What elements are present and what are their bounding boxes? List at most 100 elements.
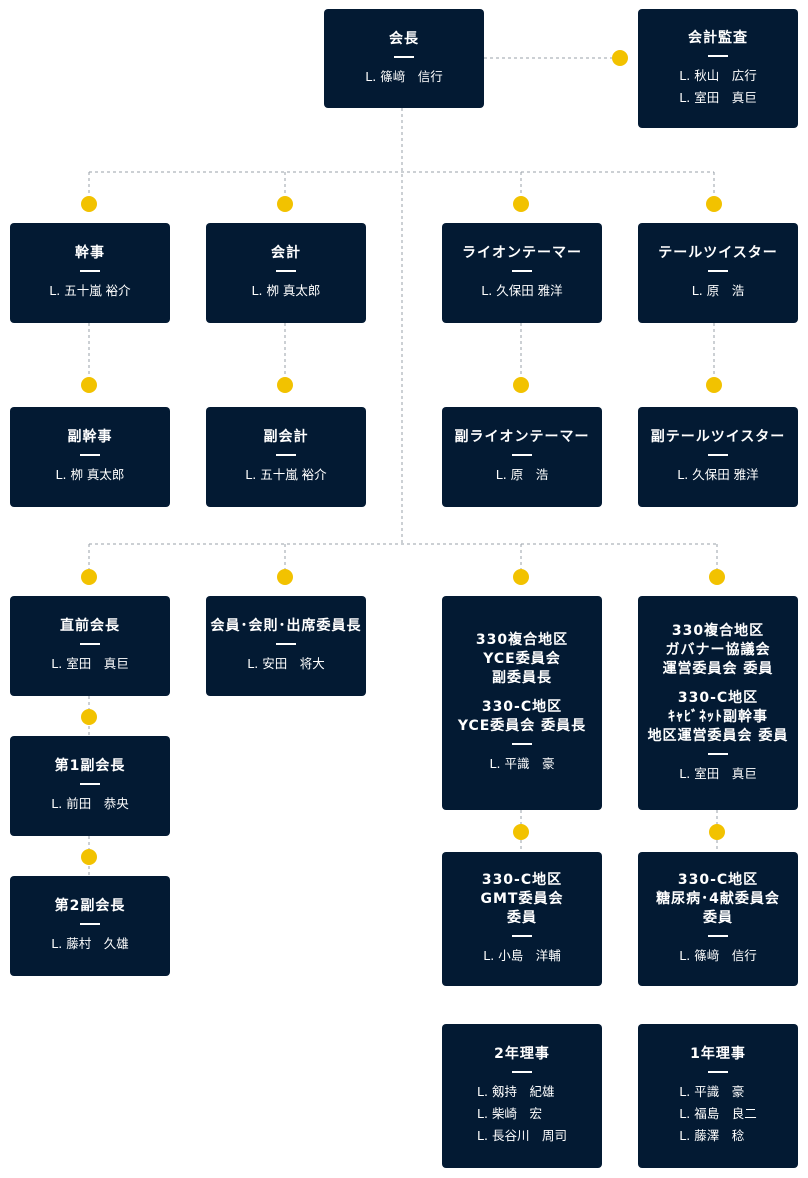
role-title: 第1副会長 [55, 757, 126, 776]
member-name: L. 室田 真巨 [679, 765, 757, 781]
role-title-line: 1年理事 [690, 1046, 746, 1062]
role-box-vice-lion-tamer: 副ライオンテーマー L. 原 浩 [442, 407, 602, 507]
connector-dot [513, 196, 529, 212]
role-title: テールツイスター [658, 244, 778, 263]
member-name: L. 篠﨑 信行 [365, 68, 443, 84]
role-title-line: 330-C地区 [677, 872, 759, 888]
role-title: 330-C地区 GMT委員会委員 [481, 871, 564, 928]
role-title-line: YCE委員会 委員長 [457, 718, 587, 734]
title-divider [276, 454, 296, 456]
connector-dot [81, 196, 97, 212]
member-name: L. 藤村 久雄 [51, 936, 129, 951]
role-title: 幹事 [75, 244, 105, 263]
role-title-line: YCE委員会 [483, 651, 561, 667]
role-title-line: 330-C地区 [677, 689, 759, 706]
role-title: 第2副会長 [55, 897, 126, 916]
title-divider [708, 54, 728, 57]
member-name: L. 藤澤 稔 [679, 1128, 745, 1143]
role-title: 1年理事 [690, 1045, 746, 1064]
connector-dot [706, 377, 722, 393]
role-box-treasurer: 会計 L. 栁 真太郎 [206, 223, 366, 323]
title-divider [512, 454, 532, 456]
connector-dot [709, 569, 725, 585]
member-name: L. 五十嵐 裕介 [245, 467, 327, 482]
title-divider [276, 270, 296, 272]
member-name: L. 平識 豪 [489, 756, 555, 771]
member-name: L. 五十嵐 裕介 [49, 283, 131, 298]
role-box-vice-treasurer: 副会計 L. 五十嵐 裕介 [206, 407, 366, 507]
member-name: L. 室田 真巨 [51, 656, 129, 671]
member-names: L. 室田 真巨 [51, 653, 128, 675]
member-names: L. 平識 豪 L. 福島 良二 L. 藤澤 稔 [679, 1081, 756, 1147]
member-name: L. 久保田 雅洋 [677, 467, 759, 482]
role-title-line: 2年理事 [494, 1046, 550, 1062]
member-names: L. 平識 豪 [490, 753, 555, 775]
role-title: 副ライオンテーマー [455, 428, 590, 447]
title-divider [512, 270, 532, 272]
member-names: L. 五十嵐 裕介 [49, 280, 130, 302]
member-name: L. 原 浩 [495, 467, 549, 482]
role-title: 330-C地区糖尿病･4献委員会委員 [656, 871, 780, 928]
role-title-line: 330複合地区 [475, 632, 569, 648]
role-title: 会長 [389, 30, 419, 49]
member-names: L. 栁 真太郎 [252, 280, 321, 302]
role-title-line: 副テールツイスター [650, 429, 786, 445]
title-spacer [648, 679, 789, 689]
member-names: L. 篠﨑 信行 [679, 945, 756, 967]
title-divider [708, 270, 728, 272]
member-name: L. 柴崎 宏 [477, 1106, 542, 1121]
member-name: L. 秋山 広行 [679, 67, 757, 83]
connector-dot [81, 569, 97, 585]
role-box-secretary: 幹事 L. 五十嵐 裕介 [10, 223, 170, 323]
role-title-line: 会計監査 [688, 29, 748, 46]
role-title-line: GMT委員会 [480, 891, 564, 907]
title-divider [512, 743, 532, 745]
role-title-line: 330-C地区 [481, 699, 563, 715]
connector-dot [513, 569, 529, 585]
role-title: 会計 [271, 244, 301, 263]
role-title-line: 副幹事 [67, 429, 113, 445]
title-divider [708, 454, 728, 456]
role-title: 会計監査 [688, 29, 748, 48]
role-title-line: 地区運営委員会 委員 [647, 727, 789, 744]
title-divider [80, 270, 100, 272]
role-title-line: 幹事 [75, 245, 105, 261]
role-title-line: ライオンテーマー [462, 245, 582, 261]
role-box-lion-tamer: ライオンテーマー L. 久保田 雅洋 [442, 223, 602, 323]
member-name: L. 剱持 紀雄 [477, 1084, 555, 1099]
role-title-line: 330-C地区 [481, 872, 563, 888]
member-names: L. 藤村 久雄 [51, 933, 128, 955]
member-name: L. 小島 洋輔 [483, 948, 561, 963]
title-divider [512, 935, 532, 937]
role-title: 副テールツイスター [651, 428, 786, 447]
role-box-vice-tail-twister: 副テールツイスター L. 久保田 雅洋 [638, 407, 798, 507]
role-title: 2年理事 [494, 1045, 550, 1064]
title-divider [80, 454, 100, 456]
member-names: L. 五十嵐 裕介 [245, 464, 326, 486]
role-box-first-year-directors: 1年理事 L. 平識 豪 L. 福島 良二 L. 藤澤 稔 [638, 1024, 798, 1168]
title-divider [80, 643, 100, 645]
role-title-line: テールツイスター [658, 245, 778, 261]
member-names: L. 久保田 雅洋 [481, 280, 562, 302]
role-box-district-gmt: 330-C地区 GMT委員会委員 L. 小島 洋輔 [442, 852, 602, 986]
member-name: L. 平識 豪 [679, 1084, 745, 1099]
title-divider [276, 643, 296, 645]
member-names: L. 栁 真太郎 [56, 464, 125, 486]
member-name: L. 福島 良二 [679, 1106, 757, 1121]
connector-dot [277, 196, 293, 212]
member-name: L. 前田 恭央 [51, 796, 129, 811]
member-names: L. 原 浩 [496, 464, 548, 486]
role-title-line: 副会計 [263, 429, 309, 445]
member-names: L. 室田 真巨 [679, 763, 756, 785]
role-title-line: 委員 [506, 910, 537, 926]
title-divider [708, 1071, 728, 1073]
role-box-second-vp: 第2副会長 L. 藤村 久雄 [10, 876, 170, 976]
